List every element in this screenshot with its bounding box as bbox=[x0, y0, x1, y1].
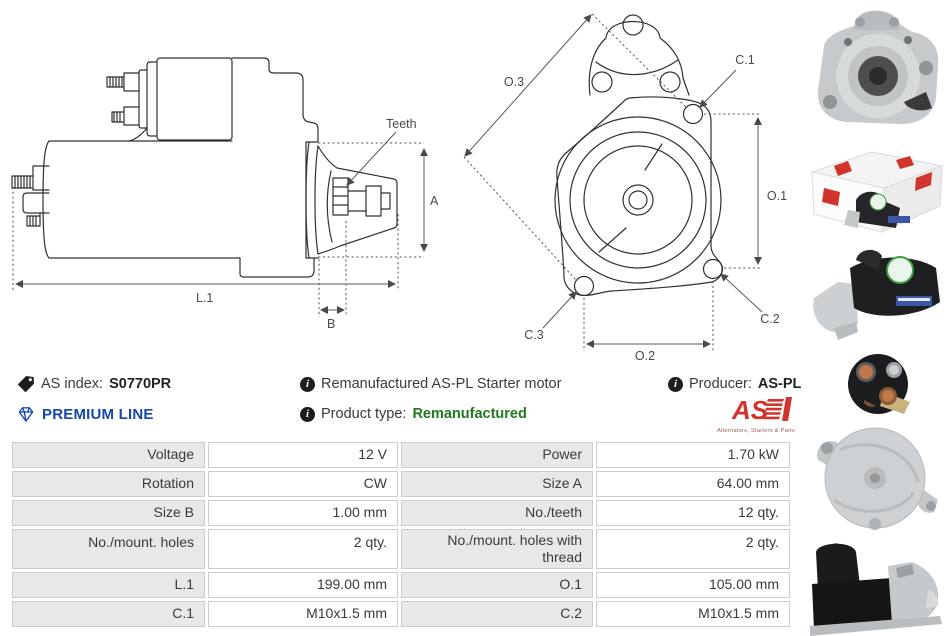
front-view-dimension-lines bbox=[463, 13, 763, 351]
diamond-icon bbox=[18, 406, 34, 422]
product-type-label: Product type: bbox=[321, 406, 407, 422]
spec-label: L.1 bbox=[12, 572, 205, 598]
spec-value: 105.00 mm bbox=[596, 572, 790, 598]
spec-value: 12 V bbox=[208, 442, 398, 468]
product-photos-column bbox=[800, 0, 950, 636]
spec-value: 1.70 kW bbox=[596, 442, 790, 468]
spec-value: 1.00 mm bbox=[208, 500, 398, 526]
producer-item: i Producer: AS-PL bbox=[668, 374, 801, 394]
label-dim-c3: C.3 bbox=[524, 328, 544, 342]
product-description: Remanufactured AS-PL Starter motor bbox=[321, 376, 562, 392]
spec-value: CW bbox=[208, 471, 398, 497]
spec-value: 2 qty. bbox=[596, 529, 790, 569]
spec-label: O.1 bbox=[401, 572, 593, 598]
photo-rear-end-cap[interactable] bbox=[800, 420, 950, 540]
starter-side-outline bbox=[11, 57, 398, 278]
starter-front-outline bbox=[554, 14, 724, 297]
spec-value: M10x1.5 mm bbox=[596, 601, 790, 627]
spec-label: Size B bbox=[12, 500, 205, 526]
label-dim-o1: O.1 bbox=[767, 189, 787, 203]
spec-value: 12 qty. bbox=[596, 500, 790, 526]
label-dim-o2: O.2 bbox=[635, 349, 655, 363]
as-pl-tagline: Alternators, Starters & Parts bbox=[717, 428, 795, 434]
description-item: i Remanufactured AS-PL Starter motor bbox=[300, 374, 561, 394]
label-dim-c1: C.1 bbox=[735, 53, 755, 67]
producer-label: Producer: bbox=[689, 376, 752, 392]
spec-label: No./teeth bbox=[401, 500, 593, 526]
spec-label: C.2 bbox=[401, 601, 593, 627]
photo-packaging-box[interactable] bbox=[804, 144, 946, 241]
as-index-value: S0770PR bbox=[109, 376, 172, 392]
label-dim-a: A bbox=[430, 194, 439, 208]
spec-label: Power bbox=[401, 442, 593, 468]
label-dim-l1: L.1 bbox=[196, 291, 213, 305]
info-icon: i bbox=[300, 376, 315, 392]
side-view-drawing: Teeth A L.1 B bbox=[11, 57, 439, 331]
spec-value: M10x1.5 mm bbox=[208, 601, 398, 627]
side-view-dimension-lines bbox=[12, 131, 428, 317]
spec-label: No./mount. holes with thread bbox=[401, 529, 593, 569]
spec-label: No./mount. holes bbox=[12, 529, 205, 569]
spec-value: 199.00 mm bbox=[208, 572, 398, 598]
svg-text:AS: AS bbox=[731, 397, 769, 423]
info-icon: i bbox=[300, 406, 315, 422]
spec-value: 2 qty. bbox=[208, 529, 398, 569]
spec-table: Voltage 12 V Power 1.70 kW Rotation CW S… bbox=[12, 442, 790, 627]
label-teeth: Teeth bbox=[386, 117, 417, 131]
producer-value: AS-PL bbox=[757, 376, 802, 392]
premium-line-item: PREMIUM LINE bbox=[16, 404, 154, 424]
as-index-item: AS index: S0770PR bbox=[16, 374, 171, 394]
photo-solenoid-terminals[interactable] bbox=[840, 352, 920, 425]
photo-starter-angle-view[interactable] bbox=[800, 538, 950, 636]
front-view-drawing: O.3 C.1 O.1 C.2 C.3 O.2 bbox=[463, 13, 787, 363]
label-dim-o3: O.3 bbox=[504, 75, 524, 89]
spec-label: Rotation bbox=[12, 471, 205, 497]
tag-icon bbox=[17, 375, 34, 392]
product-type-item: i Product type: Remanufactured bbox=[300, 404, 527, 424]
spec-label: C.1 bbox=[12, 601, 205, 627]
photo-starter-front-casting[interactable] bbox=[808, 6, 948, 145]
spec-label: Voltage bbox=[12, 442, 205, 468]
spec-value: 64.00 mm bbox=[596, 471, 790, 497]
label-dim-c2: C.2 bbox=[760, 312, 780, 326]
premium-line-badge: PREMIUM LINE bbox=[42, 405, 154, 423]
product-type-value: Remanufactured bbox=[412, 406, 527, 422]
as-pl-logo-mark: AS bbox=[731, 395, 792, 425]
spec-label: Size A bbox=[401, 471, 593, 497]
as-index-label: AS index: bbox=[41, 376, 104, 392]
info-icon: i bbox=[668, 376, 683, 392]
label-dim-b: B bbox=[327, 317, 335, 331]
as-pl-logo: AS Alternators, Starters & Parts bbox=[716, 395, 796, 434]
photo-starter-side-view[interactable] bbox=[804, 240, 946, 357]
